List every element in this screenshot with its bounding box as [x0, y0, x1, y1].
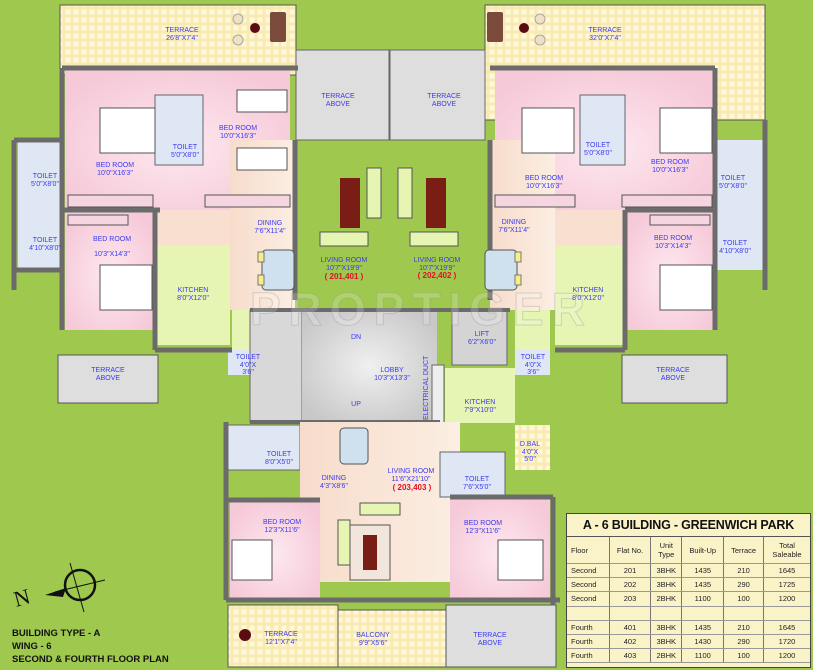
- flat-number-202-402: ( 202,402 ): [417, 271, 457, 280]
- terrace-above-bottom-right: [621, 354, 728, 404]
- terrace-above-top-right: [389, 49, 486, 141]
- area-table: A - 6 BUILDING - GREENWICH PARK Floor Fl…: [566, 513, 811, 668]
- wing: WING - 6: [12, 641, 52, 652]
- flat-202: [397, 65, 768, 375]
- floor-plan-title: SECOND & FOURTH FLOOR PLAN: [12, 654, 169, 665]
- electrical-duct-label: ELECTRICAL DUCT: [423, 355, 430, 420]
- north-compass-icon: [45, 562, 106, 613]
- area-table-grid: Floor Flat No. Unit Type Built-Up Terrac…: [567, 537, 810, 664]
- col-built-up: Built-Up: [681, 537, 725, 564]
- core: [249, 308, 510, 424]
- terrace-top-left: [59, 4, 297, 76]
- col-floor: Floor: [567, 537, 610, 564]
- stair-down-label: DN: [350, 334, 362, 341]
- table-row-spacer: [567, 606, 810, 621]
- flat-number-201-401: ( 201,401 ): [324, 272, 364, 281]
- col-total-saleable: Total Saleable: [763, 537, 810, 564]
- col-flat-no: Flat No.: [609, 537, 652, 564]
- col-terrace: Terrace: [723, 537, 764, 564]
- terrace-above-bottom-left: [57, 354, 159, 404]
- stair-up-label: UP: [351, 401, 361, 408]
- building-type: BUILDING TYPE - A: [12, 628, 101, 639]
- area-table-title: A - 6 BUILDING - GREENWICH PARK: [567, 514, 810, 537]
- table-header-row: Floor Flat No. Unit Type Built-Up Terrac…: [567, 537, 810, 564]
- terrace-above-top-left: [295, 49, 390, 141]
- flat-201: [11, 65, 382, 375]
- flat-number-203-403: ( 203,403 ): [392, 483, 432, 492]
- plan-legend: BUILDING TYPE - A WING - 6 SECOND & FOUR…: [12, 627, 169, 666]
- flat-203: [223, 368, 560, 668]
- col-unit-type: Unit Type: [650, 537, 683, 564]
